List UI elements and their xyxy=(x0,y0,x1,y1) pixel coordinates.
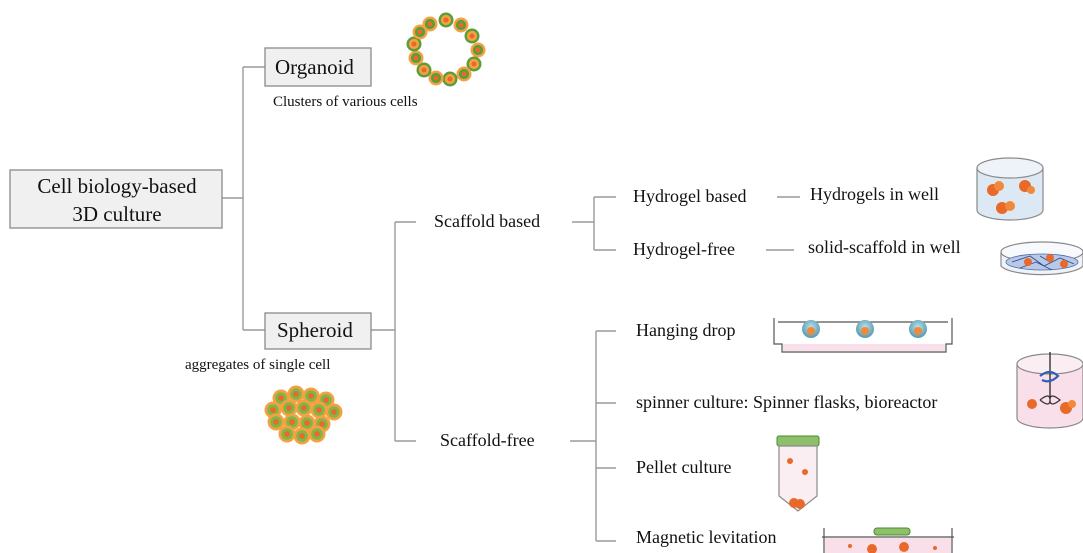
root-label-line1: Cell biology-based xyxy=(37,174,197,198)
organoid-cluster-illustration xyxy=(406,12,486,87)
cell-icon xyxy=(280,399,298,417)
cell-icon xyxy=(308,425,326,443)
hydrogel-well-illustration xyxy=(976,157,1044,221)
connector-lines xyxy=(222,66,800,542)
scaffold-based-label: Scaffold based xyxy=(434,211,541,231)
organoid-label: Organoid xyxy=(275,55,354,79)
hydrogels-in-well-label: Hydrogels in well xyxy=(810,184,939,204)
cell-icon xyxy=(298,414,316,432)
magnetic-levitation-illustration xyxy=(822,527,954,553)
cell-icon xyxy=(310,401,328,419)
spinner-flask-illustration xyxy=(1016,352,1083,429)
hydrogel-free-label: Hydrogel-free xyxy=(633,239,735,259)
cell-icon xyxy=(278,425,296,443)
root-box xyxy=(9,169,223,229)
cell-icon xyxy=(293,427,311,445)
cell-icon xyxy=(428,70,444,86)
cell-icon xyxy=(267,413,285,431)
cell-icon xyxy=(287,385,305,403)
magnetic-levitation-label: Magnetic levitation xyxy=(636,527,777,547)
cell-icon xyxy=(438,12,454,28)
hanging-drop-label: Hanging drop xyxy=(636,320,736,340)
cell-icon xyxy=(456,66,472,82)
scaffold-free-label: Scaffold-free xyxy=(440,430,535,450)
root-label: Cell biology-based 3D culture xyxy=(14,172,220,228)
cell-icon xyxy=(422,16,438,32)
cell-icon xyxy=(453,17,469,33)
solid-scaffold-label: solid-scaffold in well xyxy=(808,237,961,257)
cell-icon xyxy=(464,28,480,44)
pellet-culture-label: Pellet culture xyxy=(636,457,732,477)
hydrogel-based-label: Hydrogel based xyxy=(633,186,747,206)
cell-icon xyxy=(442,71,458,87)
cell-icon xyxy=(408,50,424,66)
cell-icon xyxy=(416,62,432,78)
solid-scaffold-dish-illustration xyxy=(1000,241,1083,276)
spheroid-label: Spheroid xyxy=(277,318,353,342)
spheroid-box xyxy=(264,312,372,350)
spheroid-cluster-illustration xyxy=(264,385,343,445)
hanging-drop-illustration xyxy=(773,318,953,353)
cell-icon xyxy=(406,36,422,52)
organoid-box xyxy=(264,47,372,87)
spinner-culture-label: spinner culture: Spinner flasks, bioreac… xyxy=(636,392,938,412)
pellet-tube-illustration xyxy=(776,435,820,512)
cell-icon xyxy=(295,399,313,417)
root-label-line2: 3D culture xyxy=(72,202,162,226)
cell-icon xyxy=(325,403,343,421)
cell-icon xyxy=(466,56,482,72)
cell-icon xyxy=(470,42,486,58)
spheroid-caption: aggregates of single cell xyxy=(185,357,331,373)
cell-icon xyxy=(412,24,428,40)
organoid-caption: Clusters of various cells xyxy=(273,94,418,110)
